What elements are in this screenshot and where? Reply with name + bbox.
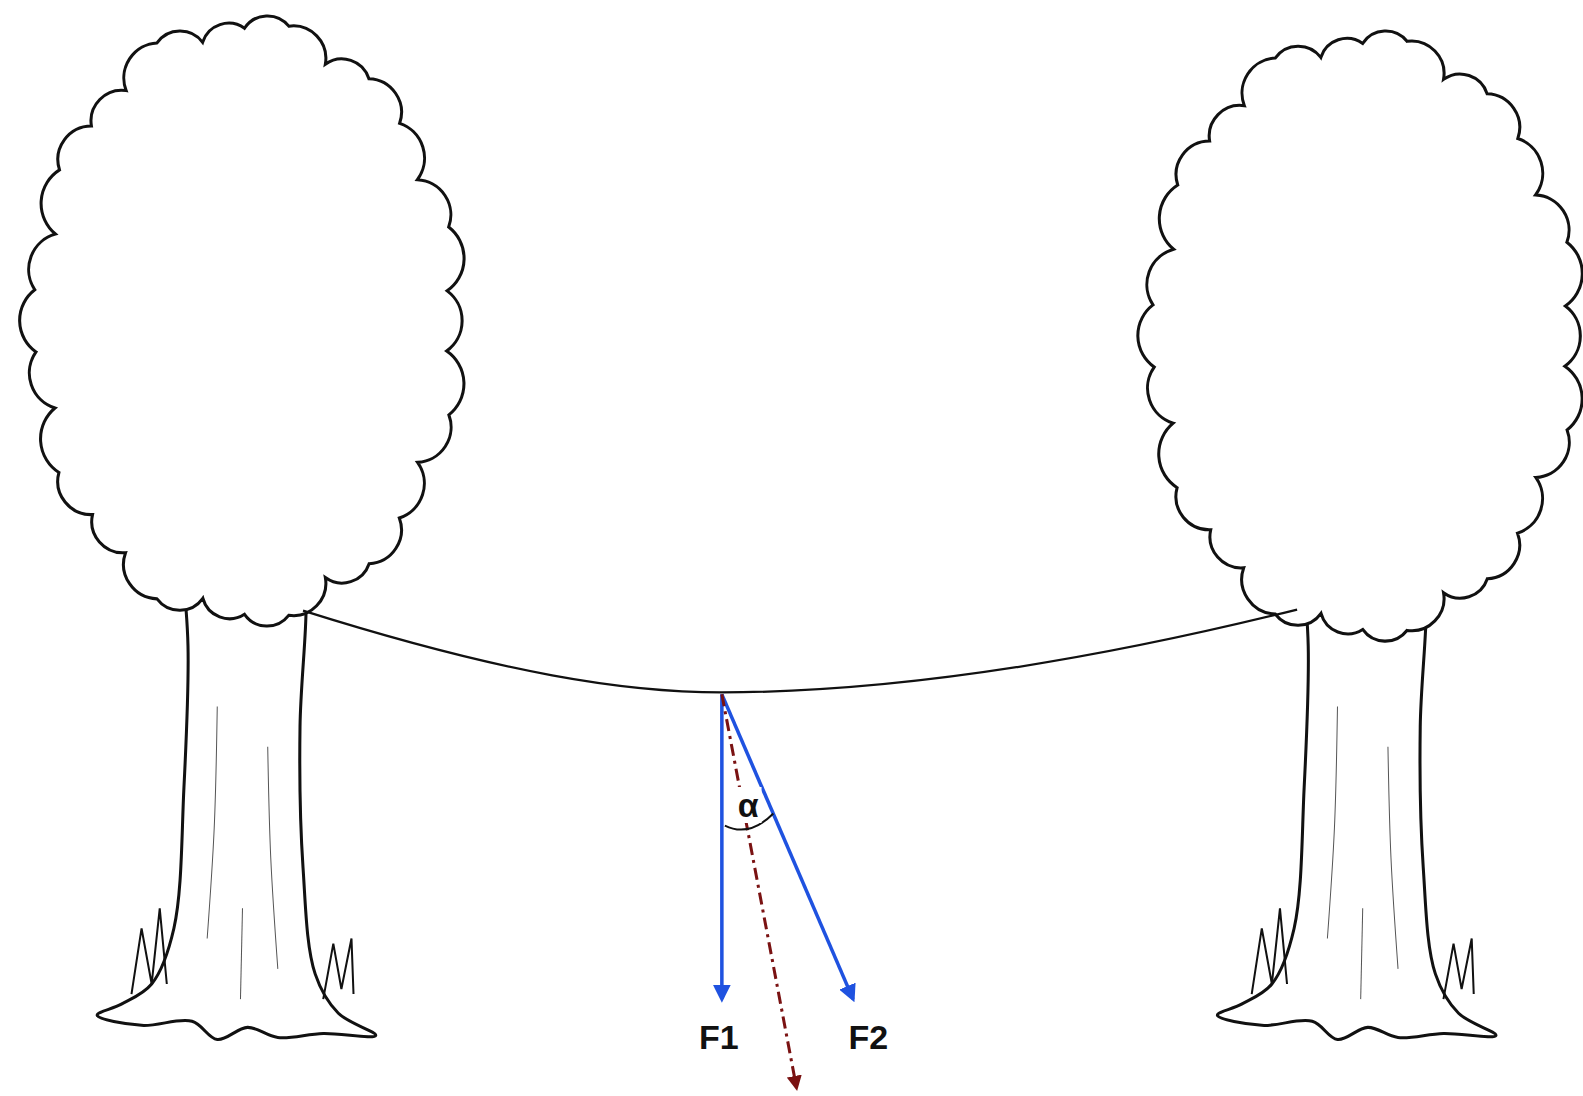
trees [20, 16, 1583, 1040]
bark-line [268, 747, 278, 969]
force-vector-f1 [720, 694, 724, 999]
bark-line [240, 908, 242, 999]
grass-tuft [1252, 908, 1287, 994]
bark-line [1327, 706, 1337, 938]
tree-trunk [1217, 565, 1496, 1039]
force-label: F2 [848, 1020, 888, 1054]
tree-crown [20, 16, 464, 626]
bark-line [207, 706, 217, 938]
bark-line [1388, 747, 1398, 969]
tree-trunk [97, 565, 376, 1039]
tree [1138, 31, 1582, 1040]
force-vector-f2 [722, 694, 853, 999]
tree [20, 16, 464, 1040]
force-label: F1 [699, 1020, 739, 1054]
angle-label: α [735, 787, 762, 823]
grass-tuft [323, 939, 353, 1000]
tree-crown [1138, 31, 1582, 641]
rope [303, 610, 1297, 693]
bark-line [1361, 908, 1363, 999]
grass-tuft [1443, 939, 1473, 1000]
grass-tuft [131, 908, 166, 994]
